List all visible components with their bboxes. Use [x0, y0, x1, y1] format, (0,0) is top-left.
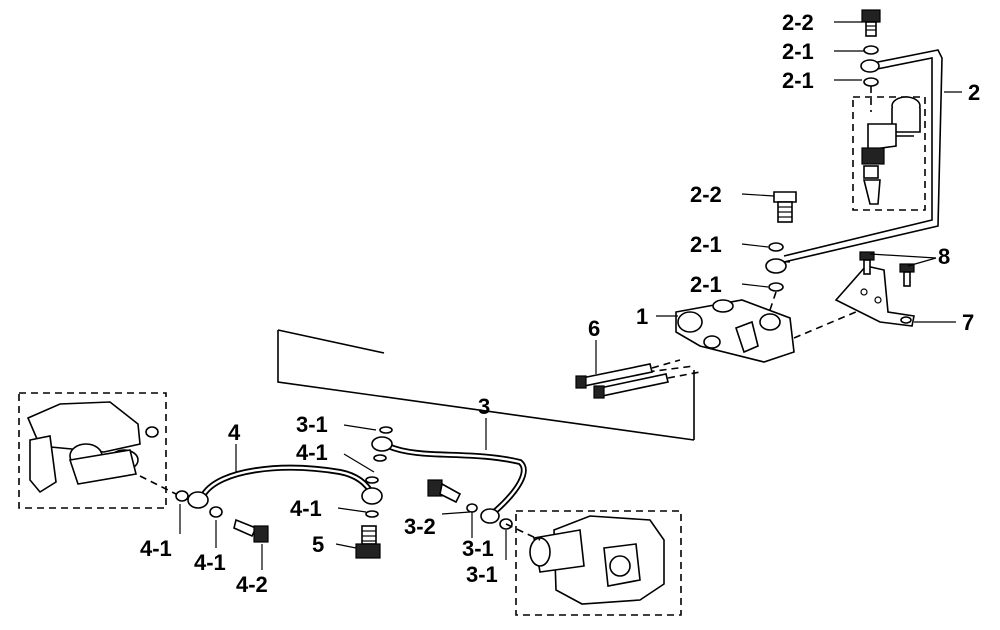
callout-4-1-c: 4-1: [140, 536, 172, 561]
mounting-bracket: [834, 251, 915, 327]
banjo-bolt-top: [860, 9, 881, 112]
callout-4-2: 4-2: [236, 572, 268, 597]
callout-2-1-mid-b: 2-1: [690, 272, 722, 297]
callout-2-1-top-a: 2-1: [782, 39, 814, 64]
banjo-bolt-5: [355, 525, 381, 559]
brake-hose-3: [371, 426, 527, 524]
callout-4-1-a: 4-1: [296, 440, 328, 465]
callout-3-1-c: 3-1: [466, 562, 498, 587]
callout-4-1-b: 4-1: [290, 496, 322, 521]
banjo-bolt-mid: [765, 191, 797, 323]
banjo-bolt-4-2: [233, 518, 269, 543]
callout-1: 1: [636, 304, 648, 329]
callout-2-2-mid: 2-2: [690, 182, 722, 207]
callout-3: 3: [478, 394, 490, 419]
callout-4: 4: [228, 420, 241, 445]
right-caliper-box: [505, 510, 682, 616]
callout-2-1-mid-a: 2-1: [690, 232, 722, 257]
banjo-bolt-3-2: [427, 479, 513, 530]
callout-2-1-top-b: 2-1: [782, 68, 814, 93]
callout-labels: 2-2 2-1 2-1 2 2-2 2-1 8 2-1 1 6 7 3 3-1 …: [140, 10, 980, 597]
callout-3-1-b: 3-1: [462, 536, 494, 561]
callout-5: 5: [312, 532, 324, 557]
long-bolts: [575, 359, 701, 399]
callout-2-2-top: 2-2: [782, 10, 814, 35]
callout-3-1-a: 3-1: [296, 412, 328, 437]
junction-block: [675, 299, 871, 363]
leader-lines: [179, 21, 962, 570]
callout-8: 8: [938, 244, 950, 269]
callout-7: 7: [962, 310, 974, 335]
callout-3-2: 3-2: [404, 514, 436, 539]
callout-4-1-d: 4-1: [194, 550, 226, 575]
master-cylinder-box: [852, 96, 926, 211]
callout-6: 6: [588, 316, 600, 341]
callout-2: 2: [968, 80, 980, 105]
left-caliper-box: [18, 392, 177, 509]
brake-hose-4: [175, 464, 383, 518]
